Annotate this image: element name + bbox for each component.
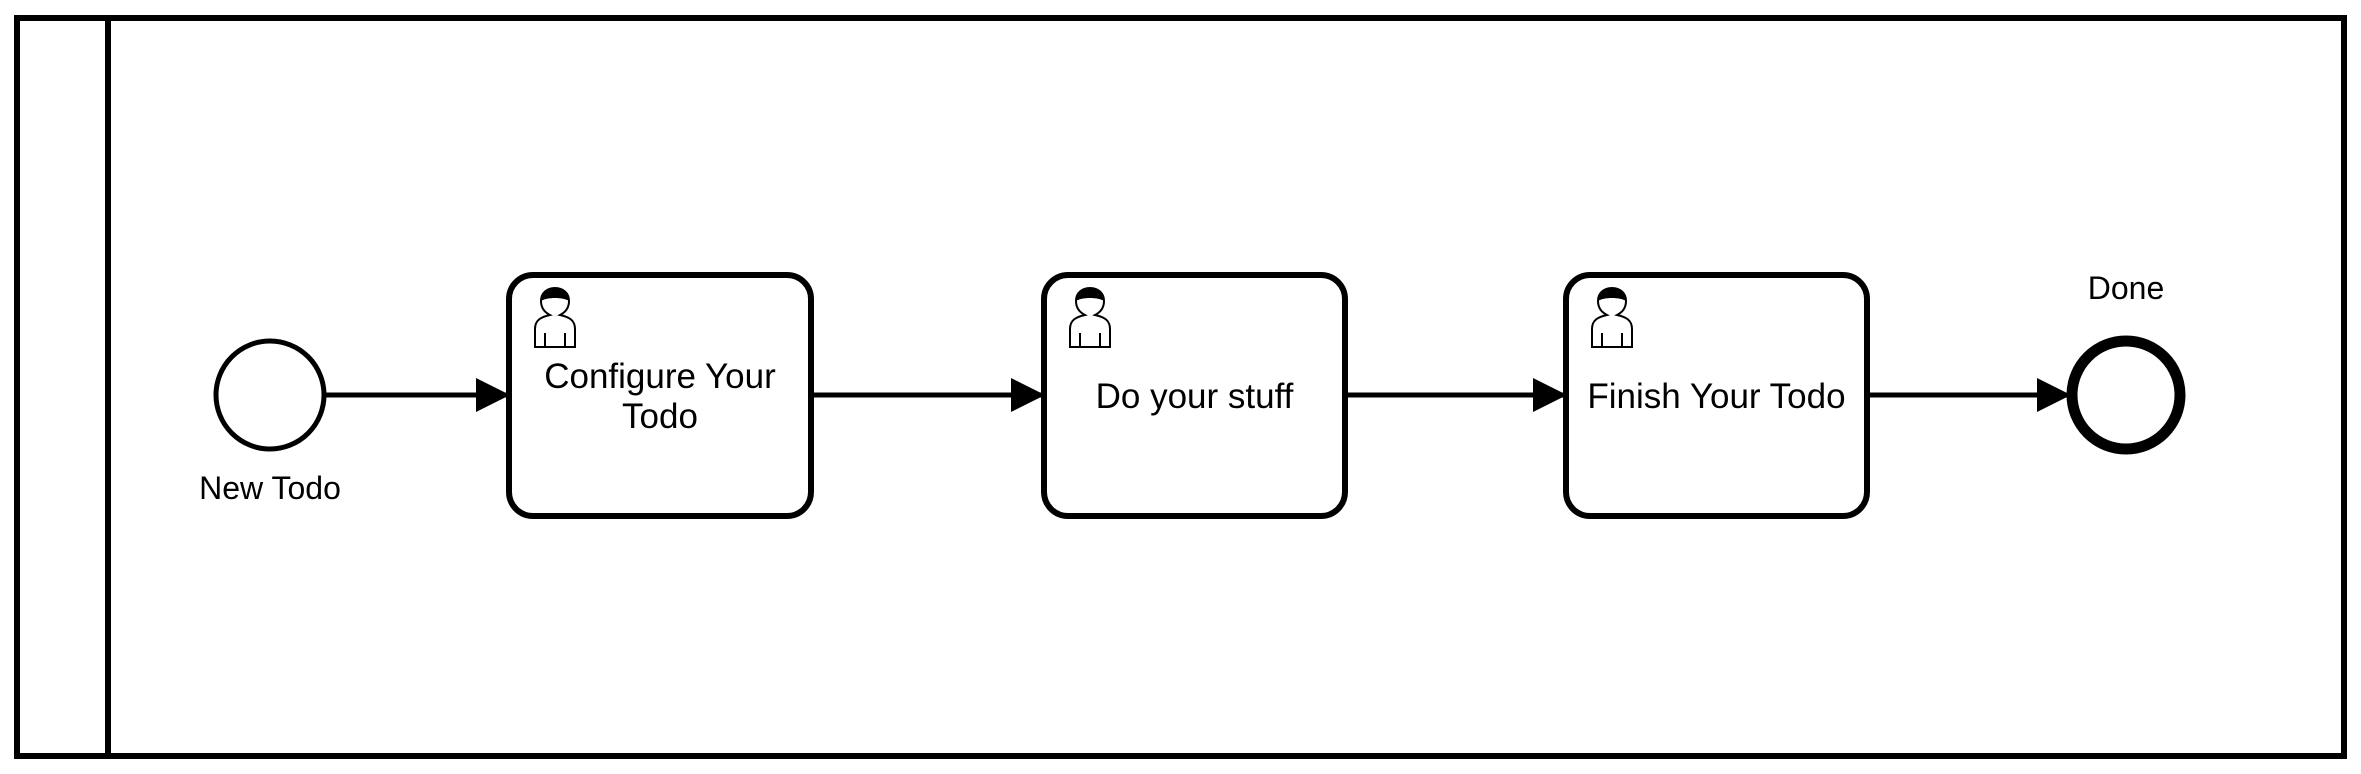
- start-event-label: New Todo: [199, 470, 341, 506]
- task-box[interactable]: [1563, 272, 1870, 519]
- end-event-label: Done: [2087, 270, 2165, 306]
- task-box[interactable]: [1041, 272, 1348, 519]
- task-box[interactable]: [506, 272, 814, 519]
- end-event[interactable]: [2066, 335, 2186, 455]
- user-icon: [1591, 286, 1633, 348]
- task-do-your-stuff[interactable]: [1041, 272, 1348, 519]
- start-event[interactable]: [213, 338, 327, 452]
- user-icon: [1069, 286, 1111, 348]
- task-label-finish: Finish Your Todo: [1587, 376, 1846, 416]
- task-label-configure: Configure Your Todo: [544, 356, 776, 436]
- task-configure-your-todo[interactable]: [506, 272, 814, 519]
- user-icon: [534, 286, 576, 348]
- task-label-do-your-stuff: Do your stuff: [1095, 376, 1294, 416]
- task-finish-your-todo[interactable]: [1563, 272, 1870, 519]
